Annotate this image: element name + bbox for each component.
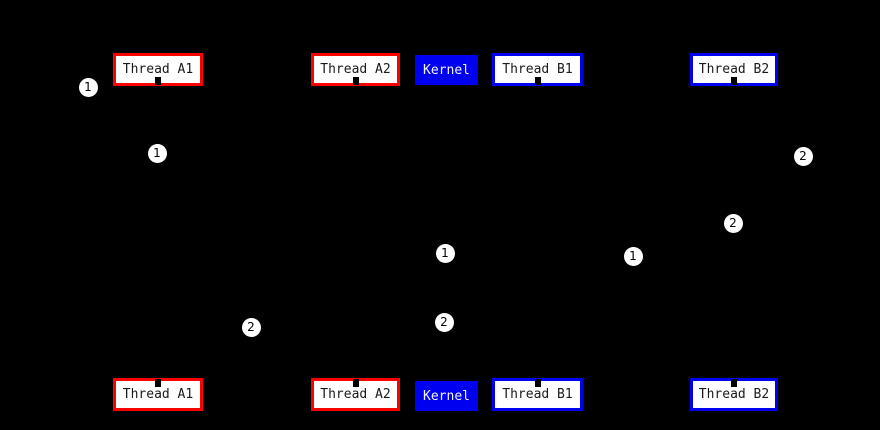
actor-box-thread-b1-bottom: Thread B1 [492, 378, 583, 411]
lifeline-tick [155, 77, 161, 85]
step-marker-label-5: 1 [441, 246, 449, 260]
actor-label-thread-a2-bottom: Thread A2 [320, 387, 391, 402]
actor-box-kernel-bottom: Kernel [415, 381, 478, 411]
step-marker-4: 2 [723, 213, 743, 233]
lifeline-tick [731, 379, 737, 387]
actor-label-thread-a2-top: Thread A2 [320, 62, 391, 77]
step-marker-2: 1 [147, 143, 167, 163]
actor-box-thread-b2-bottom: Thread B2 [690, 378, 778, 411]
step-marker-label-3: 2 [799, 149, 807, 163]
lifeline-tick [534, 77, 541, 85]
lifeline-tick [155, 379, 161, 387]
actor-box-thread-a2-top: Thread A2 [311, 53, 400, 86]
actor-box-thread-b2-top: Thread B2 [690, 53, 778, 86]
lifeline-tick [731, 77, 737, 85]
step-marker-1: 1 [78, 77, 98, 97]
actor-label-thread-b2-bottom: Thread B2 [698, 387, 770, 402]
actor-label-thread-a1-top: Thread A1 [122, 62, 194, 77]
step-marker-7: 2 [434, 312, 454, 332]
actor-label-thread-b1-top: Thread B1 [502, 62, 573, 77]
actor-box-kernel-top: Kernel [415, 55, 478, 85]
lifeline-tick [352, 379, 359, 387]
actor-box-thread-a1-top: Thread A1 [113, 53, 203, 86]
actor-label-kernel-top: Kernel [423, 62, 470, 78]
step-marker-label-6: 1 [629, 249, 637, 263]
step-marker-8: 2 [241, 317, 261, 337]
step-marker-label-8: 2 [247, 320, 255, 334]
step-marker-label-7: 2 [440, 315, 448, 329]
step-marker-5: 1 [435, 243, 455, 263]
actor-box-thread-a1-bottom: Thread A1 [113, 378, 203, 411]
step-marker-label-2: 1 [153, 146, 161, 160]
step-marker-3: 2 [793, 146, 813, 166]
step-marker-label-1: 1 [84, 80, 92, 94]
step-marker-label-4: 2 [729, 216, 737, 230]
actor-label-kernel-bottom: Kernel [423, 388, 470, 404]
actor-label-thread-b1-bottom: Thread B1 [502, 387, 573, 402]
actor-box-thread-a2-bottom: Thread A2 [311, 378, 400, 411]
actor-label-thread-b2-top: Thread B2 [698, 62, 770, 77]
lifeline-tick [352, 77, 359, 85]
actor-label-thread-a1-bottom: Thread A1 [122, 387, 194, 402]
actor-box-thread-b1-top: Thread B1 [492, 53, 583, 86]
step-marker-6: 1 [623, 246, 643, 266]
lifeline-tick [534, 379, 541, 387]
